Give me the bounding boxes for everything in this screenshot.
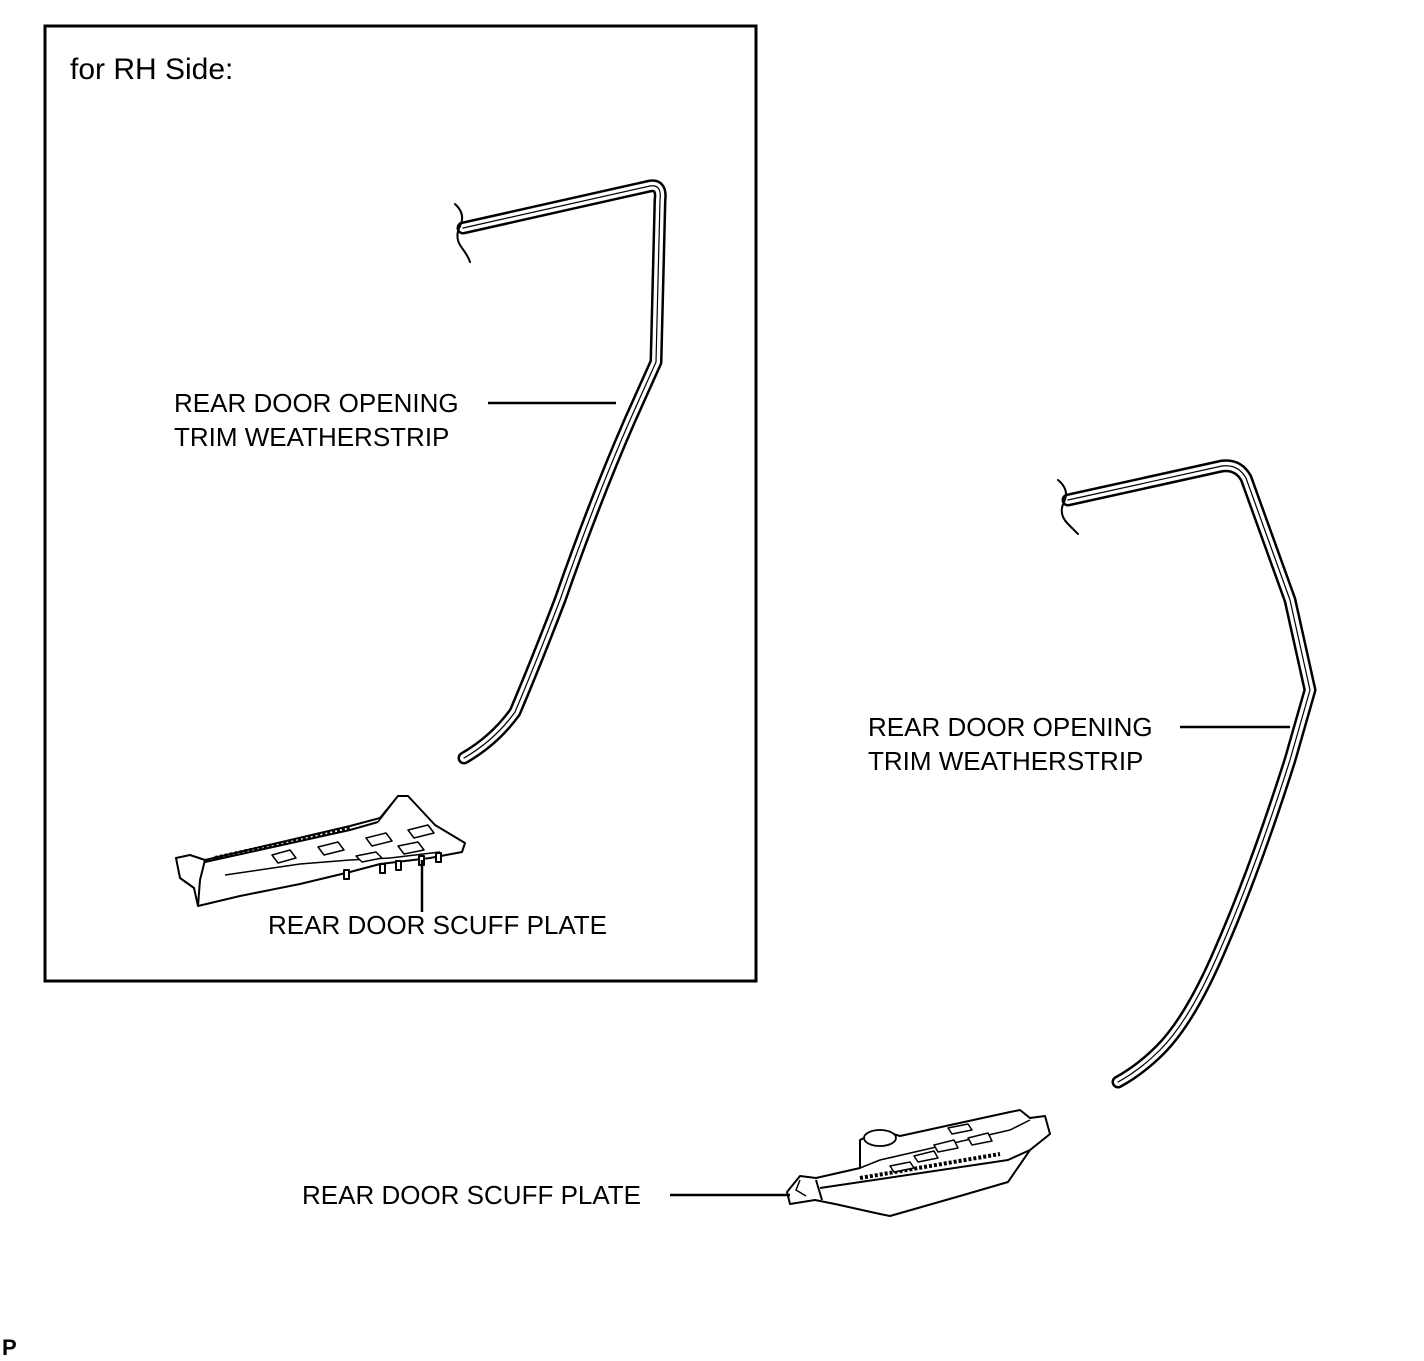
main-weatherstrip xyxy=(1057,459,1317,1089)
inset-weatherstrip-label-line1: REAR DOOR OPENING xyxy=(174,388,459,418)
inset-weatherstrip xyxy=(454,179,667,765)
inset-scuff-plate-label: REAR DOOR SCUFF PLATE xyxy=(268,910,608,940)
main-scuff-plate xyxy=(786,1109,1051,1217)
main-scuff-plate-label: REAR DOOR SCUFF PLATE xyxy=(302,1180,642,1210)
inset-title: for RH Side: xyxy=(70,53,234,86)
main-weatherstrip-label-line1: REAR DOOR OPENING xyxy=(868,712,1153,742)
inset-frame xyxy=(43,24,758,983)
main-weatherstrip-label-line2: TRIM WEATHERSTRIP xyxy=(868,746,1144,776)
inset-weatherstrip-label-line2: TRIM WEATHERSTRIP xyxy=(174,422,450,452)
inset-scuff-plate xyxy=(175,795,466,907)
corner-mark: P xyxy=(2,1335,17,1360)
